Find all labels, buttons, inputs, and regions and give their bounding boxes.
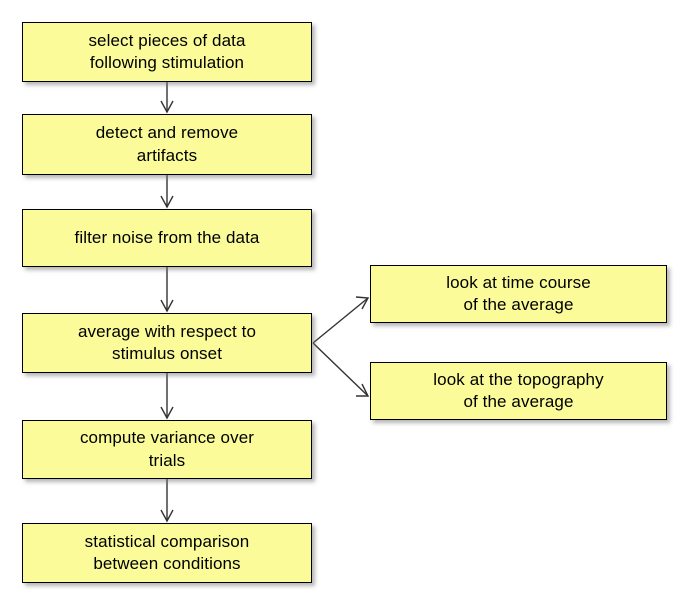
node-label: look at time course of the average	[446, 272, 591, 314]
node-label: detect and remove artifacts	[95, 123, 239, 165]
node-select-pieces[interactable]: select pieces of data following stimulat…	[22, 22, 312, 82]
connector-variance-to-statistical	[160, 479, 174, 523]
node-label: compute variance over trials	[79, 428, 255, 470]
connector-average-to-variance	[160, 373, 174, 420]
connector-filter-to-average	[160, 267, 174, 313]
connector-average-to-topography	[312, 342, 370, 397]
node-look-topography[interactable]: look at the topography of the average	[370, 362, 667, 420]
node-detect-remove-artifacts[interactable]: detect and remove artifacts	[22, 114, 312, 175]
connector-select-to-detect	[160, 82, 174, 114]
node-filter-noise[interactable]: filter noise from the data	[22, 209, 312, 267]
node-label: look at the topography of the average	[433, 369, 604, 411]
node-label: filter noise from the data	[74, 227, 260, 247]
connector-average-to-time-course	[312, 296, 370, 344]
node-statistical-comparison[interactable]: statistical comparison between condition…	[22, 523, 312, 583]
node-label: average with respect to stimulus onset	[77, 321, 257, 363]
node-compute-variance[interactable]: compute variance over trials	[22, 420, 312, 479]
node-average-stimulus-onset[interactable]: average with respect to stimulus onset	[22, 313, 312, 373]
connector-detect-to-filter	[160, 175, 174, 209]
node-look-time-course[interactable]: look at time course of the average	[370, 265, 667, 323]
node-label: select pieces of data following stimulat…	[88, 30, 246, 72]
node-label: statistical comparison between condition…	[84, 531, 250, 573]
